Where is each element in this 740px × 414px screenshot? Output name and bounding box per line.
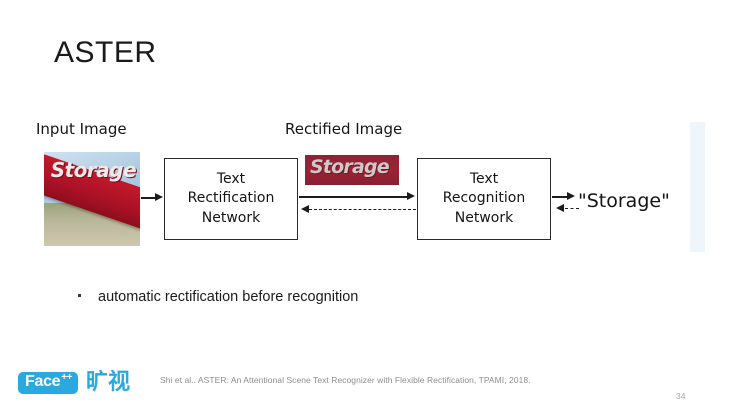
citation-text: Shi et al.. ASTER: An Attentional Scene … xyxy=(160,375,531,385)
text-rectification-network-box: Text Rectification Network xyxy=(164,158,298,240)
input-image-label: Input Image xyxy=(36,120,127,138)
rectified-image-label: Rectified Image xyxy=(285,120,403,138)
bullet-marker-icon xyxy=(78,294,81,297)
page-number: 34 xyxy=(676,391,686,401)
rectified-image-thumbnail: Storage xyxy=(305,155,399,185)
output-text: "Storage" xyxy=(578,190,670,212)
storage-sign-text: Storage xyxy=(50,158,137,183)
arrow-input-to-rectification-head-icon xyxy=(155,193,163,201)
brand-logo: Face++ 旷视 xyxy=(18,372,130,394)
face-plus-plus-badge-icon: Face++ xyxy=(18,372,78,394)
box-line-3: Network xyxy=(201,209,261,226)
rectified-image-text: Storage xyxy=(310,156,390,178)
page-title: ASTER xyxy=(54,36,157,69)
box-line-2: Rectification xyxy=(187,190,275,207)
logo-chinese-text: 旷视 xyxy=(85,370,130,395)
arrow-input-to-rectification-line xyxy=(141,197,157,199)
box-line-1: Text xyxy=(216,171,246,188)
arrow-recognition-to-output-head-icon xyxy=(567,192,575,200)
arrow-recognition-to-rectification-dashed-line xyxy=(309,209,416,210)
arrow-output-to-recognition-head-icon xyxy=(556,204,564,212)
arrow-output-to-recognition-dashed-line xyxy=(565,208,579,209)
box-line-3: Network xyxy=(454,209,514,226)
bullet-text: automatic rectification before recogniti… xyxy=(98,289,359,305)
input-image-thumbnail: Storage xyxy=(44,152,140,246)
arrow-rectification-to-recognition-head-icon xyxy=(407,192,415,200)
box-line-2: Recognition xyxy=(442,190,526,207)
text-recognition-network-box: Text Recognition Network xyxy=(417,158,551,240)
arrow-rectification-to-recognition-line xyxy=(299,196,409,198)
box-line-1: Text xyxy=(469,171,499,188)
logo-plus-text: ++ xyxy=(61,372,72,384)
arrow-recognition-to-output-line xyxy=(552,196,569,198)
logo-name-text: Face xyxy=(25,373,61,391)
accent-bar xyxy=(690,122,705,252)
bullet-list-item: automatic rectification before recogniti… xyxy=(78,289,358,305)
arrow-recognition-to-rectification-head-icon xyxy=(301,205,309,213)
